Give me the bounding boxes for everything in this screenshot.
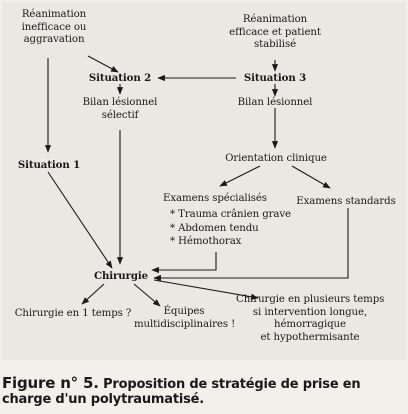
- reanimation-efficace-line1: Réanimation: [242, 14, 308, 25]
- node-situation-3: Situation 3: [243, 72, 307, 84]
- bilan-selectif-line2: sélectif: [101, 109, 139, 121]
- node-chirurgie-plusieurs: Chirurgie en plusieurs temps si interven…: [236, 294, 384, 344]
- node-bilan-selectif: Bilan lésionnel sélectif: [78, 97, 162, 122]
- node-examens-standards: Examens standards: [296, 196, 396, 207]
- item-hemothorax: * Hémothorax: [170, 236, 242, 247]
- arrow-inefficace-situation2: [87, 55, 119, 73]
- node-examens-specialises: Examens spécialisés: [163, 193, 267, 204]
- node-bilan-lesionnel: Bilan lésionnel: [237, 97, 313, 108]
- equipes-line1: Équipes: [163, 306, 205, 317]
- arrow-chirurgie-plusieurs: [153, 279, 259, 300]
- arrow-specialises-chirurgie: [151, 252, 217, 274]
- chirurgie-plusieurs-line1: Chirurgie en plusieurs temps: [236, 294, 385, 305]
- reanimation-inefficace-line2: inefficace ou: [21, 21, 87, 33]
- figure-caption-text: Proposition de stratégie de prise en cha…: [2, 377, 361, 407]
- flowchart-arrows: [44, 55, 349, 307]
- chirurgie-plusieurs-line2: si intervention longue,: [252, 306, 368, 318]
- reanimation-inefficace-line1: Réanimation: [21, 9, 87, 20]
- figure-label: Figure n° 5.: [2, 374, 99, 392]
- reanimation-inefficace-line3: aggravation: [23, 34, 85, 45]
- item-abdomen-tendu: * Abdomen tendu: [170, 222, 259, 234]
- node-chirurgie-1-temps: Chirurgie en 1 temps ?: [14, 308, 132, 319]
- reanimation-efficace-line2: efficace et patient: [229, 26, 321, 38]
- node-situation-2: Situation 2: [88, 72, 152, 84]
- node-orientation-clinique: Orientation clinique: [225, 153, 327, 164]
- figure-caption: Figure n° 5. Proposition de stratégie de…: [2, 374, 406, 408]
- item-trauma-cranien: * Trauma crânien grave: [170, 209, 291, 220]
- reanimation-efficace-line3: stabilisé: [253, 39, 297, 50]
- arrow-situation1-chirurgie: [47, 171, 113, 269]
- chirurgie-plusieurs-line3: hémorragique: [274, 319, 346, 330]
- chirurgie-plusieurs-line4: et hypothermisante: [260, 331, 360, 343]
- arrow-chirurgie-equipes: [133, 283, 161, 307]
- node-reanimation-inefficace: Réanimation inefficace ou aggravation: [14, 9, 94, 47]
- node-situation-1: Situation 1: [17, 159, 81, 171]
- flowchart-frame: [2, 2, 406, 360]
- arrow-standards-chirurgie: [153, 208, 349, 282]
- node-reanimation-efficace: Réanimation efficace et patient stabilis…: [222, 14, 328, 52]
- arrow-chirurgie-1temps: [81, 283, 105, 305]
- node-equipes: Équipes multidisciplinaires !: [134, 306, 236, 331]
- specialised-exam-list: * Trauma crânien grave * Abdomen tendu *…: [170, 208, 291, 249]
- node-chirurgie: Chirurgie: [93, 270, 149, 282]
- arrow-orientation-standards: [291, 165, 331, 189]
- equipes-line2: multidisciplinaires !: [134, 318, 236, 330]
- arrow-orientation-specialises: [219, 165, 261, 187]
- bilan-selectif-line1: Bilan lésionnel: [82, 97, 158, 108]
